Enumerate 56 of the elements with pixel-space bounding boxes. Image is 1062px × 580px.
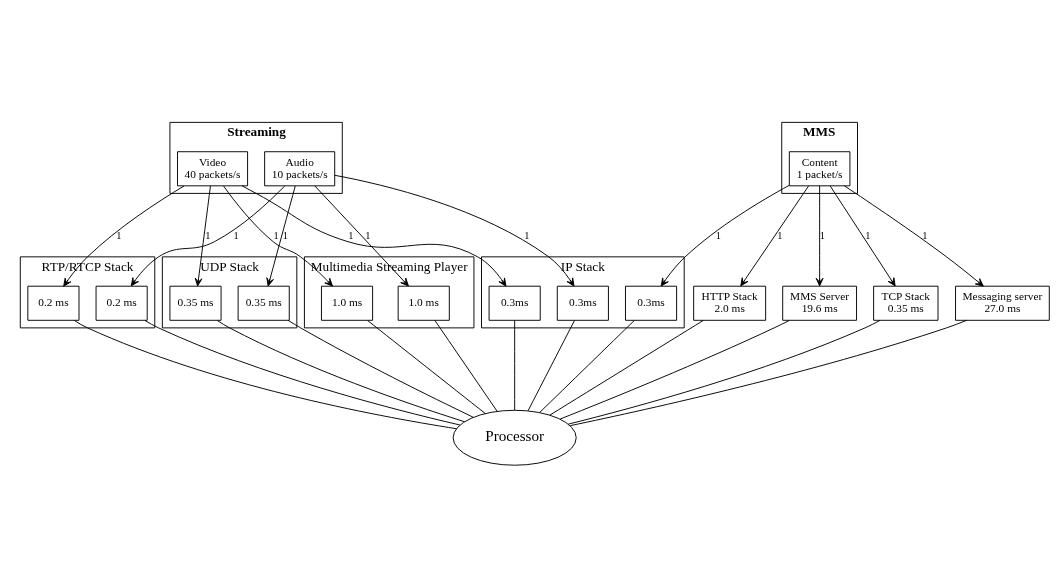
node-box: 0.35 ms <box>169 285 222 321</box>
node-box: 0.3ms <box>488 285 541 321</box>
arrow <box>314 185 409 287</box>
node-box: 0.3ms <box>556 285 609 321</box>
connector <box>569 319 968 427</box>
node-box: Video 40 packets/s <box>177 151 249 187</box>
edge-label: 1 <box>282 229 289 241</box>
connector <box>367 320 486 414</box>
node-box: MMS Server 19.6 ms <box>782 285 858 321</box>
arrow <box>660 184 790 287</box>
node-box: 1.0 ms <box>321 285 374 321</box>
connector <box>144 320 461 426</box>
arrow <box>843 185 984 287</box>
node-box: 0.2 ms <box>95 285 148 321</box>
node-box: 0.3ms <box>625 285 678 321</box>
node-box: HTTP Stack 2.0 ms <box>693 285 767 321</box>
edge-label: 1 <box>524 229 530 241</box>
connector <box>514 320 516 411</box>
arrow <box>815 185 824 287</box>
node-box: Content 1 packet/s <box>788 151 851 187</box>
edge-label: 1 <box>233 229 239 241</box>
arrow <box>266 185 296 287</box>
arrow <box>241 185 507 287</box>
connector <box>73 320 457 430</box>
edge-label: 1 <box>922 229 928 241</box>
edge-label: 1 <box>777 229 783 241</box>
node-box: TCP Stack 0.35 ms <box>873 285 939 321</box>
arrow <box>223 185 333 287</box>
connector <box>216 320 465 423</box>
connector <box>539 320 635 413</box>
arrow <box>829 185 896 287</box>
connector <box>559 319 790 420</box>
arrow <box>63 185 185 287</box>
arrow <box>194 185 211 287</box>
node-box: 0.2 ms <box>27 285 80 321</box>
node-box: Messaging server 27.0 ms <box>955 285 1050 321</box>
connector <box>287 319 474 418</box>
node-box: 0.35 ms <box>237 285 290 321</box>
edge-label: 1 <box>116 229 122 241</box>
edge-label: 1 <box>715 229 721 241</box>
arrow <box>130 185 286 287</box>
connector <box>434 320 498 412</box>
edge-label: 1 <box>865 229 871 241</box>
connector <box>527 320 575 412</box>
connector <box>549 320 704 416</box>
edge-label: 1 <box>205 229 211 241</box>
edge-label: 1 <box>365 229 371 241</box>
edge-label: 1 <box>348 229 354 241</box>
edge-label: 1 <box>819 229 826 241</box>
connector <box>567 319 881 425</box>
node-box: Audio 10 packets/s <box>264 151 336 187</box>
node-box: 1.0 ms <box>397 285 450 321</box>
arrow <box>740 185 810 287</box>
arrow <box>334 174 575 287</box>
edge-label: 1 <box>273 229 279 241</box>
node-ellipse: Processor <box>452 409 577 466</box>
